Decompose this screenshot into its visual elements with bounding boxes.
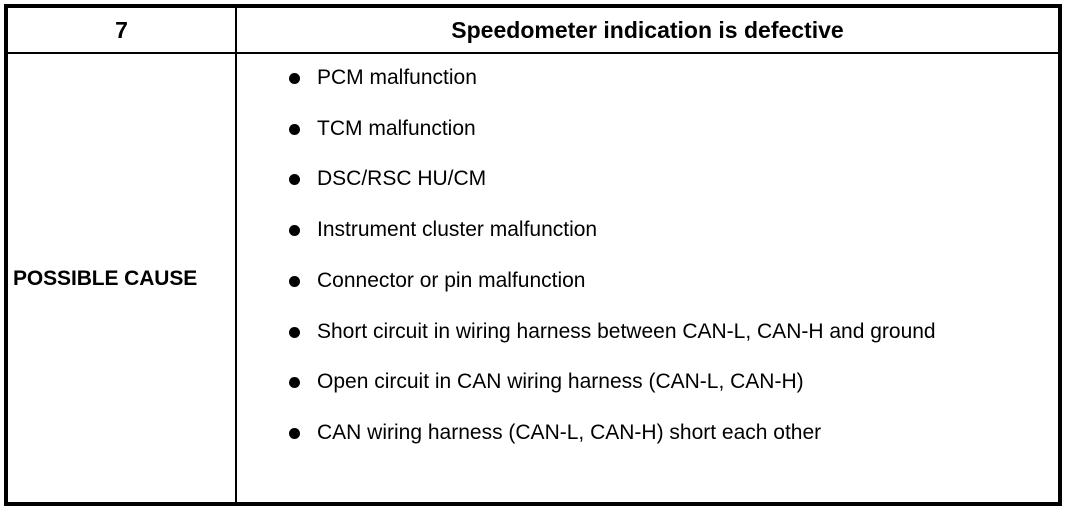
bullet-point-icon xyxy=(289,174,300,186)
bullet-point-icon xyxy=(289,326,300,338)
table-header-row: 7 Speedometer indication is defective xyxy=(8,8,1058,54)
list-item: Instrument cluster malfunction xyxy=(289,216,1007,244)
list-item: PCM malfunction xyxy=(289,64,1007,92)
cause-text: DSC/RSC HU/CM xyxy=(317,167,487,191)
body-cell-label: POSSIBLE CAUSE xyxy=(8,54,237,502)
possible-cause-list: PCM malfunction TCM malfunction DSC/RSC … xyxy=(289,64,1058,447)
body-cell-causes: PCM malfunction TCM malfunction DSC/RSC … xyxy=(237,54,1058,502)
list-item: Connector or pin malfunction xyxy=(289,267,1007,295)
bullet-point-icon xyxy=(289,73,300,84)
cause-text: Connector or pin malfunction xyxy=(317,268,586,292)
list-item: DSC/RSC HU/CM xyxy=(289,165,1007,193)
cause-text: PCM malfunction xyxy=(317,66,477,89)
bullet-point-icon xyxy=(289,123,300,135)
cause-text: Short circuit in wiring harness between … xyxy=(317,319,936,343)
cause-text: Open circuit in CAN wiring harness (CAN-… xyxy=(317,370,804,394)
symptom-title: Speedometer indication is defective xyxy=(451,16,844,43)
cause-text: CAN wiring harness (CAN-L, CAN-H) short … xyxy=(317,421,822,445)
bullet-point-icon xyxy=(289,225,300,237)
bullet-point-icon xyxy=(289,428,300,440)
list-item: TCM malfunction xyxy=(289,115,1007,143)
header-cell-index: 7 xyxy=(8,8,237,52)
possible-cause-label: POSSIBLE CAUSE xyxy=(13,266,198,290)
cause-text: TCM malfunction xyxy=(317,116,476,140)
list-item: Open circuit in CAN wiring harness (CAN-… xyxy=(289,368,1007,396)
header-cell-title: Speedometer indication is defective xyxy=(237,8,1058,52)
bullet-point-icon xyxy=(289,377,300,389)
bullet-point-icon xyxy=(289,275,300,287)
list-item: Short circuit in wiring harness between … xyxy=(289,318,1007,346)
diagnostic-table: 7 Speedometer indication is defective PO… xyxy=(4,4,1062,506)
symptom-number: 7 xyxy=(115,16,128,43)
table-body-row: POSSIBLE CAUSE PCM malfunction TCM malfu… xyxy=(8,54,1058,502)
cause-text: Instrument cluster malfunction xyxy=(317,218,598,242)
list-item: CAN wiring harness (CAN-L, CAN-H) short … xyxy=(289,419,1007,447)
